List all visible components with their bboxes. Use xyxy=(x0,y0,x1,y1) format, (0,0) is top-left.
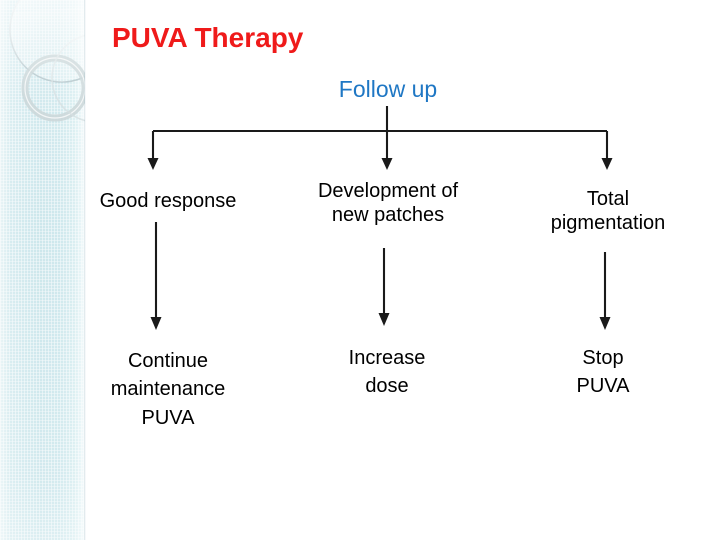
page-title: PUVA Therapy xyxy=(112,22,304,53)
arrowhead-middle-branch xyxy=(381,158,393,170)
arrowhead-continue xyxy=(150,317,162,330)
node-development-of-new-patches: Development of new patches xyxy=(317,180,459,226)
node-increase-dose: Increase dose xyxy=(348,347,426,398)
sidebar-edge-divider xyxy=(84,0,86,540)
arrowhead-right-branch xyxy=(601,158,613,170)
node-total-pigmentation: Total pigmentation xyxy=(550,188,666,234)
arrowhead-stop xyxy=(599,317,611,330)
node-continue-maintenance-puva: Continue maintenance PUVA xyxy=(110,350,226,429)
arrowhead-increase xyxy=(378,313,390,326)
node-stop-puva: Stop PUVA xyxy=(576,347,630,398)
arrowhead-left-branch xyxy=(147,158,159,170)
sidebar-sheen-overlay xyxy=(0,0,85,540)
sidebar-decoration xyxy=(0,0,85,540)
node-follow-up: Follow up xyxy=(338,76,438,102)
node-good-response: Good response xyxy=(99,190,237,212)
